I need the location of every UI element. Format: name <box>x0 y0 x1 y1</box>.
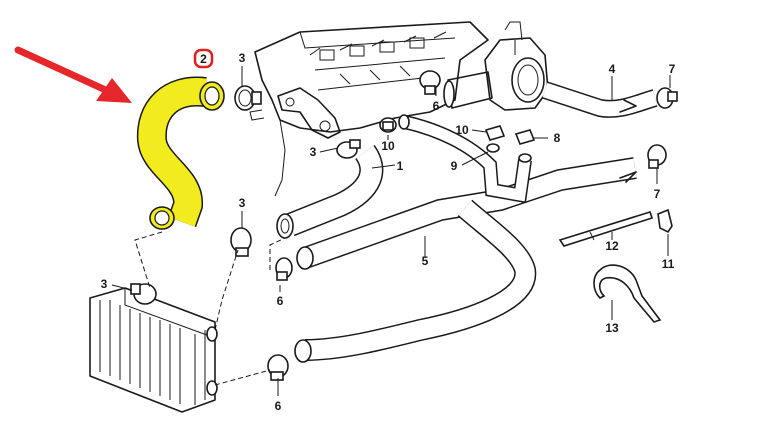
red-arrow-icon <box>14 46 132 103</box>
hose-part-4[interactable] <box>542 81 658 118</box>
throttle-body <box>443 21 549 111</box>
radiator <box>89 287 218 413</box>
clamp-part-10-right[interactable] <box>484 125 506 141</box>
callout-2: 2 <box>200 52 207 66</box>
callout-1: 1 <box>397 159 404 173</box>
callout-8: 8 <box>554 131 561 145</box>
callout-9: 9 <box>451 159 458 173</box>
hose-part-9[interactable] <box>398 114 532 204</box>
clamp-part-6-mid[interactable] <box>275 257 293 281</box>
callout-7-right: 7 <box>654 187 661 201</box>
callout-badge-2[interactable]: 2 <box>193 48 214 69</box>
hose-part-2-highlighted[interactable] <box>136 76 225 230</box>
clamp-part-3-radiator[interactable] <box>130 283 157 305</box>
leader-lines <box>111 66 671 396</box>
clamp-part-3-mid[interactable] <box>336 139 361 159</box>
callout-12: 12 <box>605 239 619 253</box>
engine-block <box>249 21 489 197</box>
strap-part-13[interactable] <box>593 264 662 323</box>
callout-3-radiator: 3 <box>101 277 108 291</box>
clamp-part-10-left[interactable] <box>379 117 397 133</box>
clamp-part-6-top[interactable] <box>419 70 441 95</box>
callout-10-right: 10 <box>455 123 469 137</box>
callout-4: 4 <box>609 62 616 76</box>
callout-6-top: 6 <box>433 99 440 113</box>
clamp-part-3-top[interactable] <box>234 85 262 111</box>
clamp-part-8[interactable] <box>514 129 536 145</box>
callout-3-mid: 3 <box>310 145 317 159</box>
clamp-part-7-top[interactable] <box>656 87 678 109</box>
hose-part-1[interactable] <box>276 144 384 239</box>
dashed-leaders <box>134 231 286 386</box>
strap-part-12[interactable] <box>558 211 654 247</box>
callout-3-left: 3 <box>239 196 246 210</box>
clamp-part-3-left[interactable] <box>230 227 252 257</box>
clamp-part-7-right[interactable] <box>647 144 667 169</box>
callout-7-top: 7 <box>669 62 676 76</box>
clamp-part-6-bottom[interactable] <box>267 354 289 381</box>
callout-6-bottom: 6 <box>275 399 282 413</box>
hose-part-5[interactable] <box>294 157 637 363</box>
callout-6-mid: 6 <box>277 294 284 308</box>
callout-3-top: 3 <box>239 51 246 65</box>
callout-10-left: 10 <box>381 139 395 153</box>
callout-13: 13 <box>605 321 619 335</box>
callout-11: 11 <box>662 257 675 271</box>
clip-part-11[interactable] <box>657 208 673 234</box>
callout-5: 5 <box>422 254 429 268</box>
